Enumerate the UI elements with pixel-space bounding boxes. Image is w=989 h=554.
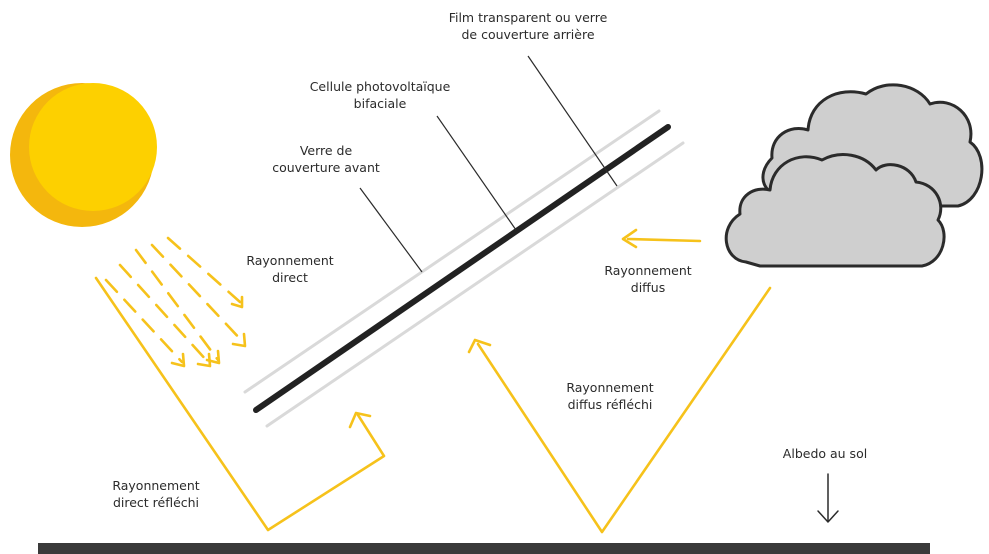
ground-bar — [38, 543, 930, 554]
label-direct-radiation: Rayonnement direct — [246, 253, 334, 285]
arrowhead — [230, 295, 244, 309]
cloud-icon — [724, 83, 984, 268]
label-rear-film: Film transparent ou verre de couverture … — [448, 10, 608, 42]
arrowhead — [196, 352, 212, 368]
direct-radiation-rays — [104, 236, 247, 368]
label-direct-reflected: Rayonnement direct réfléchi — [112, 478, 200, 510]
label-front-glass: Verre de couverture avant — [272, 143, 380, 175]
label-bifacial-cell: Cellule photovoltaïque bifaciale — [309, 79, 451, 111]
leader-lines — [359, 55, 618, 273]
bifacial-panel — [243, 109, 685, 428]
arrowhead — [621, 228, 638, 249]
front-cover-glass — [243, 109, 661, 394]
sun-icon — [10, 83, 157, 227]
label-diffuse-radiation: Rayonnement diffus — [604, 263, 692, 295]
arrowhead — [467, 338, 492, 354]
diffuse-ray — [621, 228, 702, 249]
direct-reflected-ray — [94, 276, 386, 532]
rear-cover-film — [265, 141, 685, 428]
arrowhead — [348, 411, 372, 429]
arrow-down-icon — [817, 473, 839, 523]
leader-verre — [359, 187, 423, 273]
arrowhead — [170, 352, 186, 368]
label-diffuse-reflected: Rayonnement diffus réfléchi — [566, 380, 654, 412]
bifacial-cell — [253, 124, 671, 413]
leader-cellule — [436, 115, 517, 231]
arrowhead — [231, 332, 247, 348]
diffuse-reflected-ray — [467, 286, 772, 534]
label-ground-albedo: Albedo au sol — [782, 446, 868, 461]
arrowhead — [205, 349, 221, 365]
leader-film — [527, 55, 618, 187]
front-cloud — [724, 153, 946, 268]
